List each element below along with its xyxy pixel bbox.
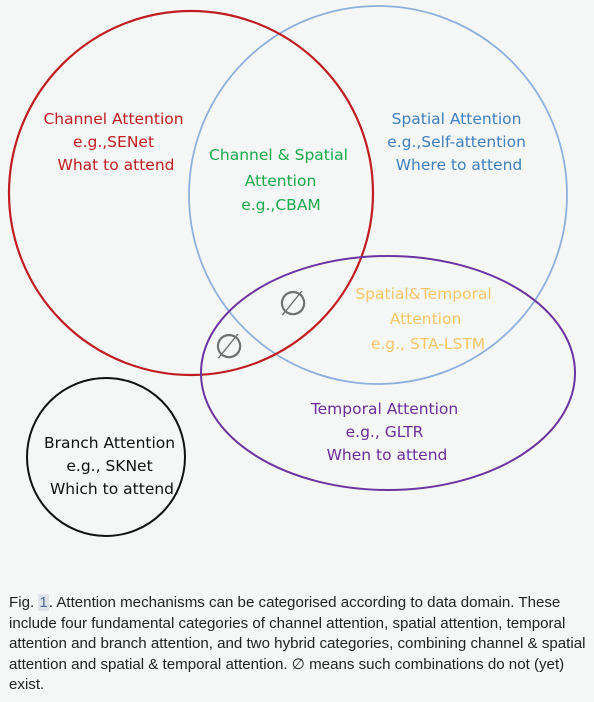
channel-spatial-title-2: Attention [245, 172, 317, 190]
caption-prefix: Fig. [9, 594, 35, 611]
branch-attention-question: Which to attend [50, 480, 174, 498]
channel-attention-circle [7, 9, 375, 377]
spatial-temporal-title-2: Attention [390, 310, 462, 328]
channel-attention-example: e.g.,SENet [73, 133, 154, 151]
spatial-attention-question: Where to attend [396, 156, 523, 174]
channel-attention-label: Channel Attention e.g.,SENet What to att… [43, 110, 188, 174]
channel-spatial-label: Channel & Spatial Attention e.g.,CBAM [209, 146, 353, 214]
figure-number: 1 [38, 594, 49, 611]
temporal-attention-question: When to attend [327, 446, 448, 464]
spatial-temporal-example: e.g., STA-LSTM [371, 335, 485, 353]
branch-attention-title: Branch Attention [44, 434, 175, 452]
figure-caption: Fig. 1. Attention mechanisms can be cate… [9, 593, 589, 696]
channel-spatial-example: e.g.,CBAM [241, 196, 321, 214]
channel-attention-question: What to attend [58, 156, 175, 174]
branch-attention-example: e.g., SKNet [66, 457, 152, 475]
spatial-attention-title: Spatial Attention [392, 110, 522, 128]
temporal-attention-label: Temporal Attention e.g., GLTR When to at… [310, 400, 463, 464]
spatial-attention-example: e.g.,Self-attention [387, 133, 526, 151]
temporal-attention-ellipse [200, 255, 576, 491]
temporal-attention-example: e.g., GLTR [346, 423, 424, 441]
spatial-attention-label: Spatial Attention e.g.,Self-attention Wh… [387, 110, 531, 174]
empty-set-channel-spatial-temporal: ∅ [278, 284, 308, 324]
spatial-temporal-label: Spatial&Temporal Attention e.g., STA-LST… [355, 285, 496, 353]
empty-set-channel-temporal: ∅ [214, 327, 244, 367]
caption-text: . Attention mechanisms can be categorise… [9, 594, 586, 693]
channel-attention-title: Channel Attention [43, 110, 183, 128]
temporal-attention-title: Temporal Attention [310, 400, 458, 418]
venn-diagram: Channel Attention e.g.,SENet What to att… [7, 5, 576, 537]
branch-attention-label: Branch Attention e.g., SKNet Which to at… [44, 434, 180, 498]
spatial-attention-circle [188, 5, 568, 385]
spatial-temporal-title-1: Spatial&Temporal [355, 285, 491, 303]
branch-attention-circle [26, 377, 186, 537]
channel-spatial-title-1: Channel & Spatial [209, 146, 348, 164]
